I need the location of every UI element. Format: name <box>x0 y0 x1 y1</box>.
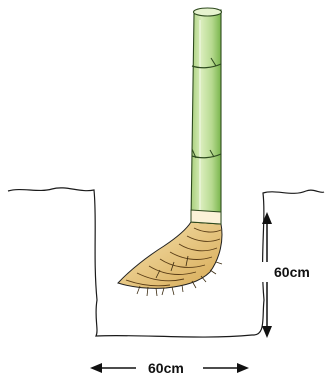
width-label: 60cm <box>148 360 184 376</box>
rhizome <box>118 222 222 296</box>
arrow-down-icon <box>262 326 272 338</box>
depth-label: 60cm <box>274 264 310 280</box>
arrow-right-icon <box>237 363 249 373</box>
culm-base-collar <box>191 210 221 224</box>
culm-top-opening <box>194 8 222 16</box>
arrow-left-icon <box>90 363 102 373</box>
bamboo-culm <box>191 8 222 224</box>
culm-body <box>191 10 221 224</box>
